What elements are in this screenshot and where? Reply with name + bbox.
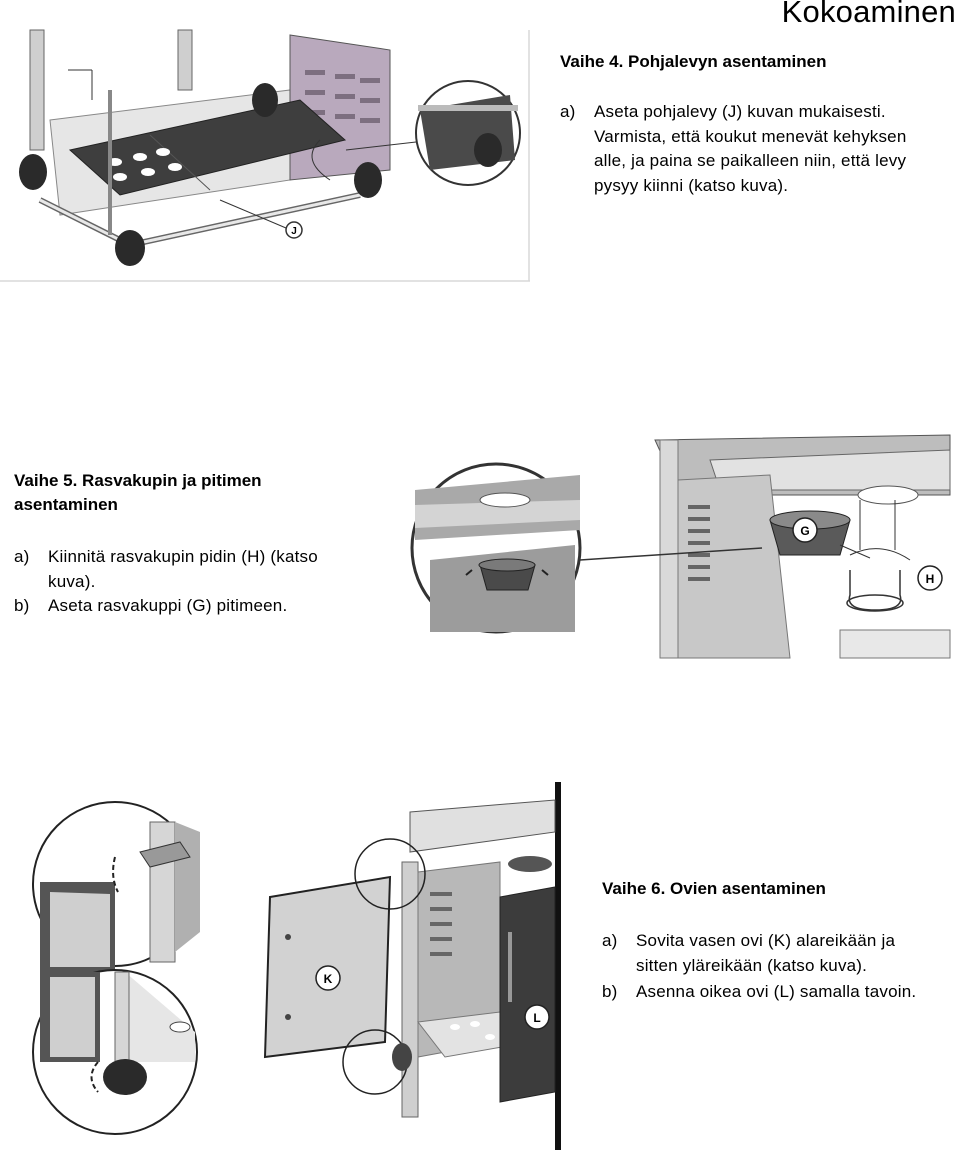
- item-label: a): [560, 102, 576, 121]
- item-label: b): [602, 982, 618, 1001]
- item-text: Sovita vasen ovi (K) alareikään ja sitte…: [636, 931, 896, 975]
- step4-heading: Vaihe 4. Pohjalevyn asentaminen: [560, 52, 827, 71]
- callout-j: J: [291, 226, 297, 237]
- item-label: b): [14, 596, 30, 615]
- callout-g: G: [800, 524, 809, 538]
- item-text: Asenna oikea ovi (L) samalla tavoin.: [636, 982, 917, 1001]
- page-title: Kokoaminen: [781, 0, 956, 29]
- item-label: a): [14, 547, 30, 566]
- grease-cup-illustration: G H: [410, 425, 951, 659]
- item-text: Kiinnitä rasvakupin pidin (H) (katso kuv…: [48, 547, 318, 591]
- step5-item-b: b) Aseta rasvakuppi (G) pitimeen.: [14, 594, 359, 619]
- door-installation-illustration: L K: [32, 782, 561, 1150]
- step5-heading: Vaihe 5. Rasvakupin ja pitimen asentamin…: [14, 471, 262, 514]
- step5-item-a: a) Kiinnitä rasvakupin pidin (H) (katso …: [14, 545, 359, 594]
- step6-item-b: b) Asenna oikea ovi (L) samalla tavoin.: [602, 980, 932, 1005]
- step4-item-a: a) Aseta pohjalevy (J) kuvan mukaisesti.…: [560, 100, 930, 198]
- item-label: a): [602, 931, 618, 950]
- step6-heading: Vaihe 6. Ovien asentaminen: [602, 879, 826, 898]
- callout-k: K: [324, 972, 333, 986]
- callout-h: H: [926, 572, 935, 586]
- item-text: Aseta rasvakuppi (G) pitimeen.: [48, 596, 288, 615]
- callout-l: L: [533, 1011, 540, 1025]
- item-text: Aseta pohjalevy (J) kuvan mukaisesti. Va…: [594, 102, 907, 195]
- bottom-plate-illustration: J: [0, 29, 530, 282]
- step6-item-a: a) Sovita vasen ovi (K) alareikään ja si…: [602, 929, 932, 978]
